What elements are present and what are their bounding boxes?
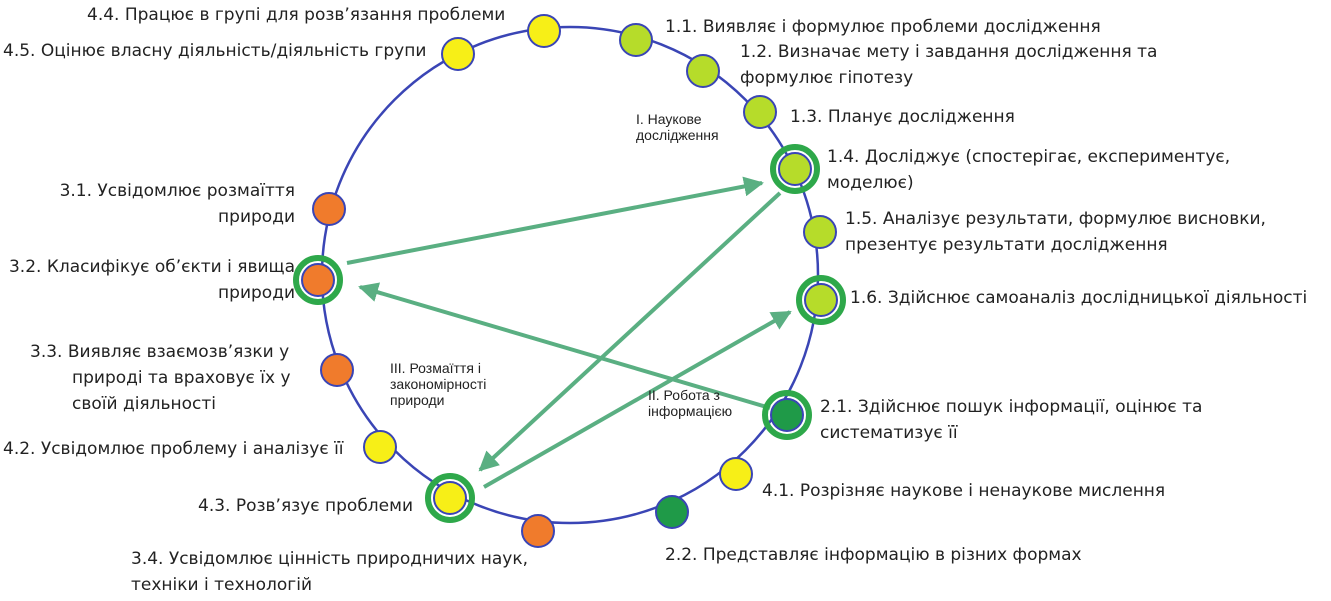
arrow-3-2-to-1-4 — [346, 176, 764, 265]
highlight-ring-4-3 — [425, 473, 475, 523]
label-1-1: 1.1. Виявляє і формулює проблеми дослідж… — [665, 17, 1101, 37]
node-4-1 — [719, 457, 753, 491]
label-4-1: 4.1. Розрізняє наукове і ненаукове мисле… — [762, 481, 1166, 501]
label-4-2: 4.2. Усвідомлює проблему і аналізує її — [3, 439, 344, 459]
label-1-3: 1.3. Планує дослідження — [790, 107, 1015, 127]
label-4-4: 4.4. Працює в групі для розв’язання проб… — [87, 5, 506, 25]
node-3-1 — [312, 192, 346, 226]
label-1-5: 1.5. Аналізує результати, формулює висно… — [845, 209, 1266, 255]
highlight-ring-3-2 — [293, 255, 343, 305]
node-4-2 — [363, 430, 397, 464]
node-4-5 — [441, 37, 475, 71]
node-1-1 — [619, 23, 653, 57]
node-1-5 — [803, 215, 837, 249]
node-3-2 — [301, 263, 335, 297]
group-title-scientific-research: I. Наукове дослідження — [636, 111, 719, 143]
label-4-5: 4.5. Оцінює власну діяльність/діяльність… — [3, 41, 427, 61]
node-2-1 — [770, 398, 804, 432]
highlight-ring-1-6 — [796, 275, 846, 325]
label-1-4: 1.4. Досліджує (спостерігає, експеримент… — [827, 147, 1231, 193]
node-4-4 — [527, 14, 561, 48]
label-2-1: 2.1. Здійснює пошук інформації, оцінює т… — [820, 397, 1203, 443]
label-3-4: 3.4. Усвідомлює цінність природничих нау… — [131, 549, 528, 595]
group-title-nature-diversity: III. Розмаїття і закономірності природи — [390, 360, 487, 408]
label-1-2: 1.2. Визначає мету і завдання дослідженн… — [740, 42, 1158, 88]
node-1-2 — [686, 54, 720, 88]
node-3-4 — [521, 514, 555, 548]
arrow-2-1-to-3-2 — [358, 282, 771, 410]
label-4-3: 4.3. Розв’язує проблеми — [198, 496, 414, 516]
arrow-4-3-to-1-6 — [483, 310, 792, 489]
group-title-information: II. Робота з інформацією — [648, 387, 733, 419]
label-1-6: 1.6. Здійснює самоаналіз дослідницької д… — [850, 288, 1308, 308]
node-1-3 — [743, 95, 777, 129]
arrow-1-4-to-4-3 — [478, 191, 782, 472]
node-4-3 — [433, 481, 467, 515]
highlight-ring-2-1 — [762, 390, 812, 440]
highlight-ring-1-4 — [770, 144, 820, 194]
node-1-6 — [804, 283, 838, 317]
label-3-3: 3.3. Виявляє взаємозв’язки у природі та … — [30, 342, 291, 414]
node-2-2 — [655, 495, 689, 529]
node-1-4 — [778, 152, 812, 186]
label-2-2: 2.2. Представляє інформацію в різних фор… — [665, 545, 1082, 565]
node-3-3 — [320, 353, 354, 387]
label-3-1: 3.1. Усвідомлює розмаїття природи — [59, 181, 295, 227]
label-3-2: 3.2. Класифікує об’єкти і явища природи — [8, 257, 295, 303]
